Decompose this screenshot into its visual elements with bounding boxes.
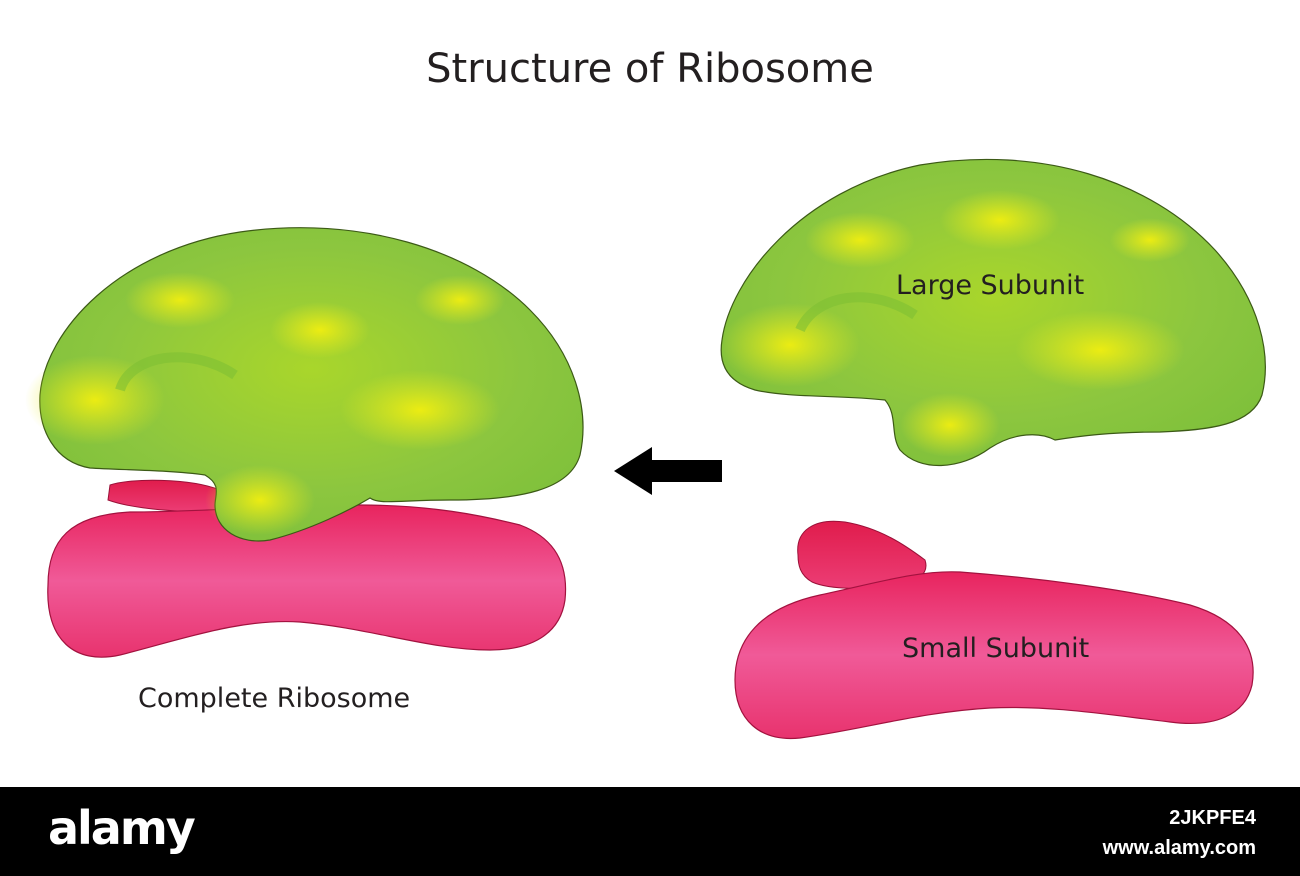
ribosome-illustration [25, 158, 1266, 740]
complete-ribosome-large-subunit [25, 227, 584, 542]
complete-ribosome-small-subunit [47, 479, 567, 658]
assembly-arrow-icon [614, 447, 722, 495]
diagram-canvas: Structure of Ribosome Complete Ribosome … [25, 46, 1266, 740]
diagram-title: Structure of Ribosome [426, 46, 874, 92]
large-subunit-label: Large Subunit [896, 270, 1085, 301]
image-id: 2JKPFE4 [1169, 807, 1256, 829]
complete-ribosome-label: Complete Ribosome [138, 683, 411, 714]
watermark-footer: alamy 2JKPFE4 www.alamy.com [0, 787, 1300, 876]
small-subunit-label: Small Subunit [902, 633, 1090, 664]
site-url: www.alamy.com [1102, 837, 1256, 859]
brand-logo: alamy [48, 801, 196, 855]
large-subunit-shape [720, 158, 1266, 467]
small-subunit-shape [734, 520, 1254, 740]
